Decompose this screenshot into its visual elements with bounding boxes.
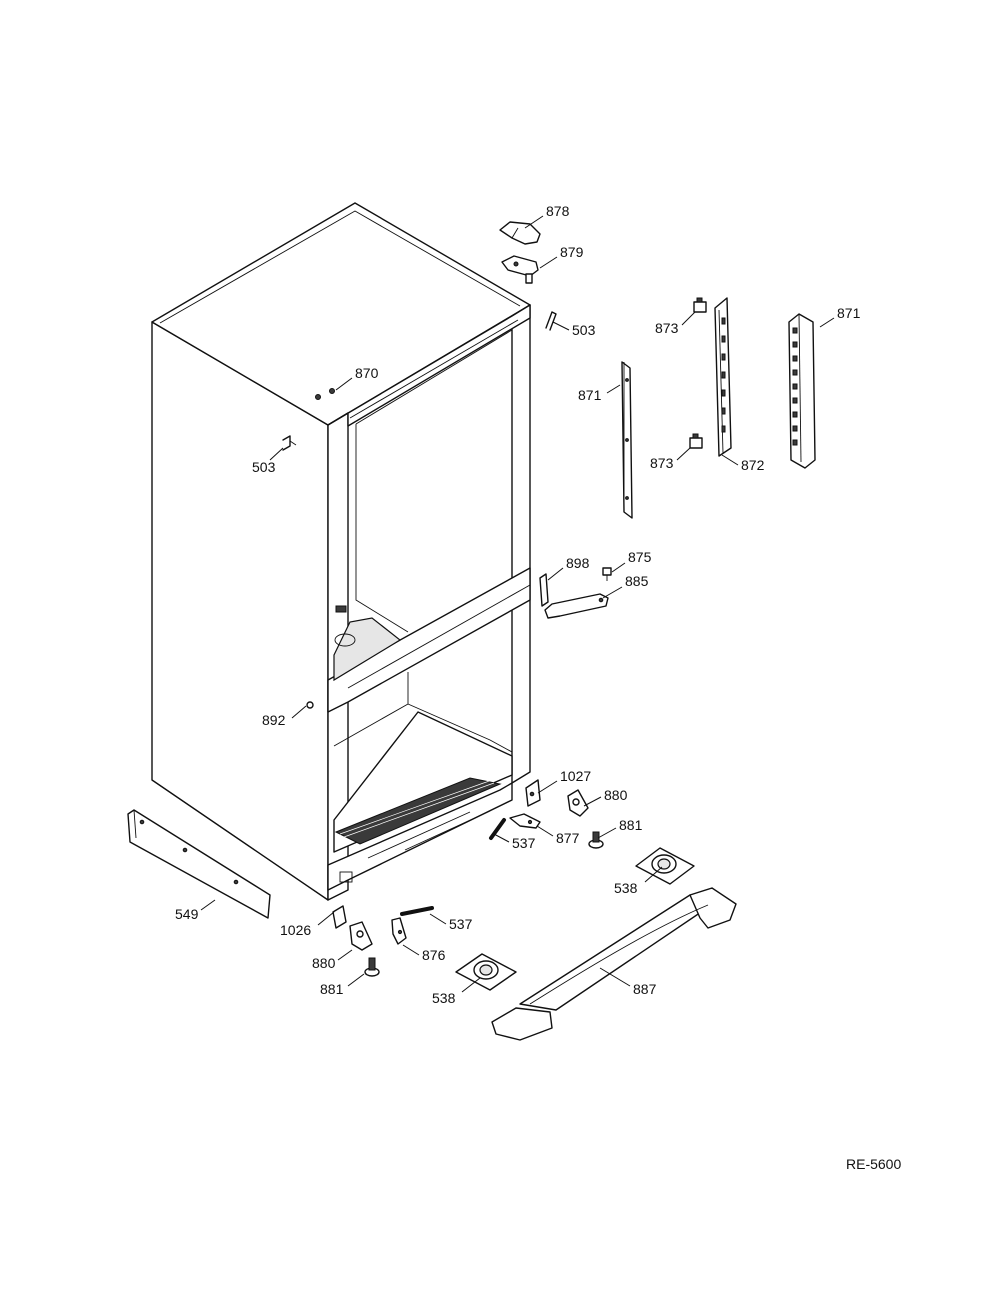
hinge-bracket-1027: [525, 779, 541, 807]
roller-538-right: [635, 847, 695, 885]
leveling-leg-881-right: [588, 831, 604, 849]
clip-873-bottom: [689, 433, 703, 449]
leader-line-1026: [317, 911, 335, 926]
hinge-cover-878: [499, 221, 541, 245]
leveling-leg-881-left: [364, 957, 380, 977]
callout-892: 892: [262, 712, 286, 728]
clip-873-top: [693, 297, 707, 313]
leader-line-549: [200, 899, 216, 911]
leader-line-887: [599, 967, 631, 987]
callout-898: 898: [566, 555, 590, 571]
leader-line-881: [597, 827, 617, 839]
callout-876: 876: [422, 947, 446, 963]
callout-503: 503: [572, 322, 596, 338]
callout-layer: 878 879 503 870 503 873 871 871 873 872 898 875 885 8…: [175, 203, 861, 1006]
hinge-pin-877: [509, 813, 541, 829]
leveling-bracket-880-right: [567, 789, 589, 817]
callout-1026: 1026: [280, 922, 311, 938]
leader-line-503: [269, 447, 284, 461]
spring-537-right: [489, 818, 506, 840]
panel-549: [127, 809, 271, 919]
hinge-885: [544, 593, 609, 619]
leader-line-879: [539, 256, 558, 269]
leader-line-538: [644, 866, 663, 883]
reference-code: RE-5600: [846, 1156, 901, 1172]
callout-887: 887: [633, 981, 657, 997]
leader-line-873: [676, 447, 691, 461]
callout-872: 872: [741, 457, 765, 473]
leader-line-871: [606, 384, 621, 394]
callout-871: 871: [578, 387, 602, 403]
top-hinge-879: [501, 255, 539, 284]
hinge-bracket-1026: [332, 905, 347, 929]
leader-line-880: [337, 949, 353, 961]
callout-870: 870: [355, 365, 379, 381]
leader-line-878: [524, 215, 544, 229]
grille-887: [491, 887, 737, 1041]
leader-line-877: [536, 825, 554, 837]
hinge-pin-876: [391, 917, 407, 945]
leader-line-881: [347, 973, 365, 987]
callout-871: 871: [837, 305, 861, 321]
screw-870: [315, 388, 335, 400]
callout-537: 537: [449, 916, 473, 932]
callout-503: 503: [252, 459, 276, 475]
callout-880: 880: [604, 787, 628, 803]
rail-872: [714, 297, 732, 457]
callout-879: 879: [560, 244, 584, 260]
callout-1027: 1027: [560, 768, 591, 784]
callout-878: 878: [546, 203, 570, 219]
callout-881: 881: [320, 981, 344, 997]
leader-line-872: [721, 454, 739, 466]
clip-503-top: [545, 311, 557, 331]
rail-871-left: [621, 361, 633, 519]
screw-875: [602, 567, 612, 581]
callout-885: 885: [625, 573, 649, 589]
roller-538-left: [455, 953, 517, 991]
leader-line-1027: [537, 780, 558, 794]
callout-537: 537: [512, 835, 536, 851]
callout-877: 877: [556, 830, 580, 846]
leader-line-871: [819, 317, 835, 328]
callout-873: 873: [655, 320, 679, 336]
leader-line-537: [493, 833, 510, 843]
rail-871-right: [788, 313, 816, 469]
machine-compartment-grille: [334, 777, 502, 845]
clip-503-left: [282, 435, 297, 451]
callout-549: 549: [175, 906, 199, 922]
leader-line-873: [681, 311, 696, 326]
leader-line-876: [402, 944, 420, 956]
leader-line-503: [552, 321, 570, 331]
callout-875: 875: [628, 549, 652, 565]
callout-881: 881: [619, 817, 643, 833]
callout-538: 538: [614, 880, 638, 896]
callout-880: 880: [312, 955, 336, 971]
cabinet-body: [151, 202, 531, 901]
leader-line-898: [547, 567, 564, 581]
leader-line-885: [602, 586, 623, 599]
leader-line-538: [461, 977, 481, 993]
leader-line-875: [611, 562, 626, 573]
leader-line-880: [583, 796, 602, 807]
bracket-898: [539, 573, 549, 607]
callout-873: 873: [650, 455, 674, 471]
callout-538: 538: [432, 990, 456, 1006]
plug-892: [306, 701, 314, 709]
leader-line-537: [429, 913, 447, 925]
leader-line-892: [291, 705, 307, 719]
leader-line-870: [335, 377, 353, 391]
leveling-bracket-880-left: [349, 921, 373, 951]
spring-537-left: [400, 906, 434, 916]
